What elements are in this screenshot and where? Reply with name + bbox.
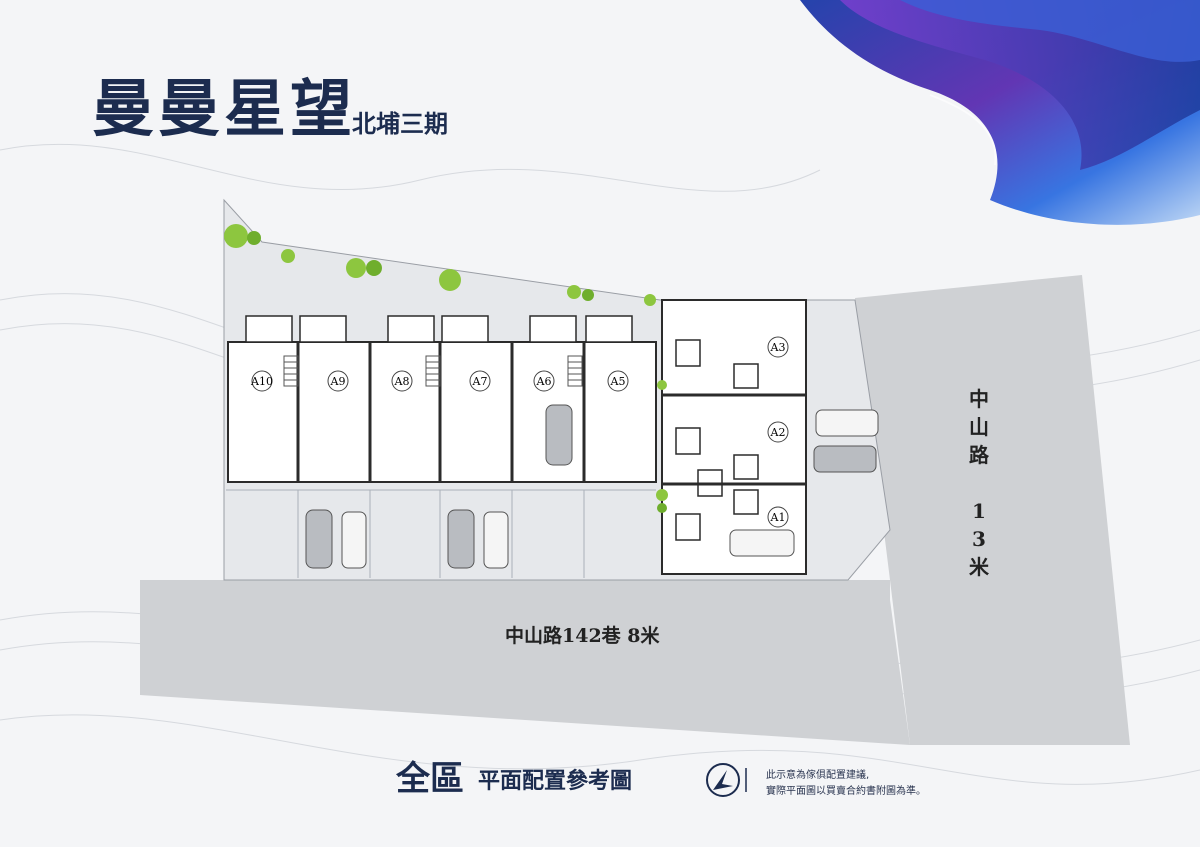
unit-labels-right: A3 A2 A1 — [767, 336, 789, 528]
top-row-units — [227, 315, 657, 483]
car-icon — [305, 404, 879, 569]
unit-label: A3 — [770, 341, 786, 354]
unit-label: A8 — [394, 375, 410, 388]
page-subtitle: 北埔三期 — [352, 109, 448, 138]
unit-a9: A9 — [327, 370, 349, 392]
unit-label: A7 — [472, 375, 488, 388]
footer-subtitle: 平面配置參考圖 — [478, 768, 633, 794]
unit-label: A1 — [770, 511, 786, 524]
main-road-name: 中山路 — [969, 387, 989, 467]
unit-label: A9 — [330, 375, 346, 388]
footer-title: 全區 — [396, 759, 464, 799]
unit-labels-top: A10 A9 A8 A7 A6 A5 — [250, 370, 629, 392]
decorative-swirl — [800, 0, 1200, 225]
disclaimer-line-2: 實際平面圖以買賣合約書附圖為準。 — [766, 786, 926, 797]
tree-icon — [224, 224, 668, 513]
unit-a10: A10 — [250, 370, 273, 392]
disclaimer: 此示意為傢俱配置建議, 實際平面圖以買賣合約書附圖為準。 — [766, 768, 926, 800]
unit-label: A6 — [536, 375, 552, 388]
unit-a7: A7 — [469, 370, 491, 392]
main-road — [855, 275, 1130, 745]
parking-bays — [226, 489, 656, 578]
lane-road-label: 中山路142巷 8米 — [505, 625, 660, 647]
page-title: 曼曼星望 — [92, 72, 357, 145]
compass-icon — [706, 763, 747, 797]
unit-a2: A2 — [767, 421, 789, 443]
unit-label: A5 — [610, 375, 626, 388]
unit-a8: A8 — [391, 370, 413, 392]
unit-a1: A1 — [767, 506, 789, 528]
disclaimer-line-1: 此示意為傢俱配置建議, — [766, 770, 870, 781]
unit-label: A2 — [770, 426, 786, 439]
lane-road — [140, 580, 910, 745]
unit-a5: A5 — [607, 370, 629, 392]
unit-label: A10 — [250, 375, 273, 388]
unit-a6: A6 — [533, 370, 555, 392]
unit-a3: A3 — [767, 336, 789, 358]
stair-icon — [283, 355, 583, 387]
